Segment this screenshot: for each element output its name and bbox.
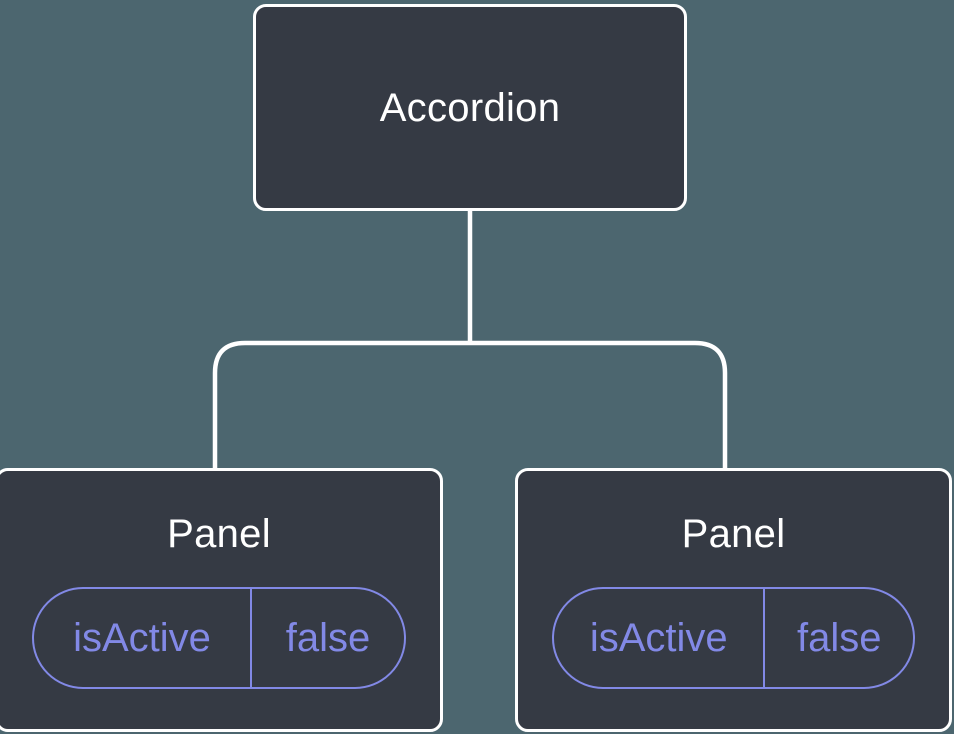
node-panel-right: Panel isActive false bbox=[515, 468, 952, 732]
state-pill-right: isActive false bbox=[552, 587, 915, 689]
node-panel-left-label: Panel bbox=[167, 512, 271, 556]
state-value-left: false bbox=[285, 616, 371, 660]
node-panel-left: Panel isActive false bbox=[0, 468, 443, 732]
node-panel-right-label: Panel bbox=[681, 512, 786, 556]
state-pill-left: isActive false bbox=[32, 587, 406, 689]
node-accordion-label: Accordion bbox=[379, 85, 561, 130]
state-name-right: isActive bbox=[554, 589, 766, 687]
state-value-right: false bbox=[796, 616, 882, 660]
state-name-left: isActive bbox=[34, 589, 252, 687]
node-accordion: Accordion bbox=[253, 4, 687, 211]
branch-bracket-line bbox=[212, 340, 728, 470]
